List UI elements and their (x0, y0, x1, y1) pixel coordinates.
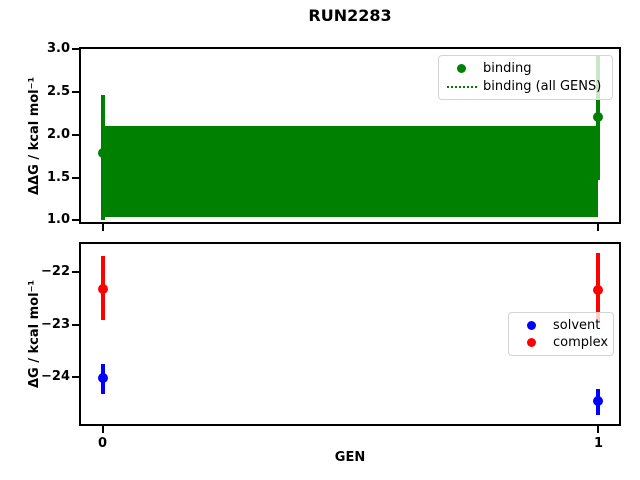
legend: solvent complex (508, 312, 614, 356)
x-tick-label: 0 (97, 436, 108, 451)
band-binding-all-gens (102, 126, 599, 217)
y-tick-mark (72, 47, 79, 50)
legend-item-solvent: solvent (515, 318, 607, 333)
axes-frame (79, 242, 621, 426)
legend-label: solvent (553, 317, 601, 333)
legend-label: binding (483, 61, 532, 76)
data-point-complex (593, 284, 604, 295)
y-tick-mark (72, 375, 79, 378)
x-tick-mark (597, 426, 600, 433)
legend-dotted-line-icon (447, 85, 477, 88)
y-tick-label: 1.0 (46, 212, 70, 228)
axes-frame (79, 47, 621, 224)
data-point-solvent (593, 395, 604, 406)
data-point-binding (593, 112, 604, 123)
y-tick-mark (72, 133, 79, 136)
y-tick-label: 2.0 (46, 126, 70, 142)
y-tick-mark (72, 219, 79, 222)
legend-item-binding-all-gens: binding (all GENS) (445, 79, 606, 94)
y-tick-mark (72, 323, 79, 326)
legend-item-binding: binding (445, 61, 606, 76)
y-tick-label: 1.5 (46, 169, 70, 185)
x-tick-label: 1 (593, 436, 603, 451)
legend: binding binding (all GENS) (438, 55, 613, 100)
legend-label: binding (all GENS) (483, 79, 602, 94)
data-point-complex (97, 284, 108, 295)
data-point-solvent (97, 373, 108, 384)
y-tick-label: −24 (41, 368, 70, 384)
x-tick-mark (101, 224, 104, 231)
y-tick-label: −22 (41, 264, 70, 280)
y-tick-mark (72, 90, 79, 93)
y-tick-label: 2.5 (46, 83, 70, 99)
legend-item-complex: complex (515, 335, 609, 351)
legend-dot-icon (527, 320, 536, 330)
y-tick-label: 3.0 (46, 40, 70, 56)
data-point-binding (97, 147, 108, 158)
x-tick-mark (101, 426, 104, 433)
x-axis-label: GEN (334, 450, 366, 465)
y-tick-label: −23 (41, 316, 70, 332)
legend-label: complex (553, 335, 609, 351)
legend-dot-icon (527, 338, 536, 348)
y-tick-mark (72, 271, 79, 274)
x-tick-mark (597, 224, 600, 231)
y-tick-mark (72, 176, 79, 179)
legend-dot-icon (457, 64, 466, 73)
figure-title: RUN2283 (308, 6, 392, 25)
